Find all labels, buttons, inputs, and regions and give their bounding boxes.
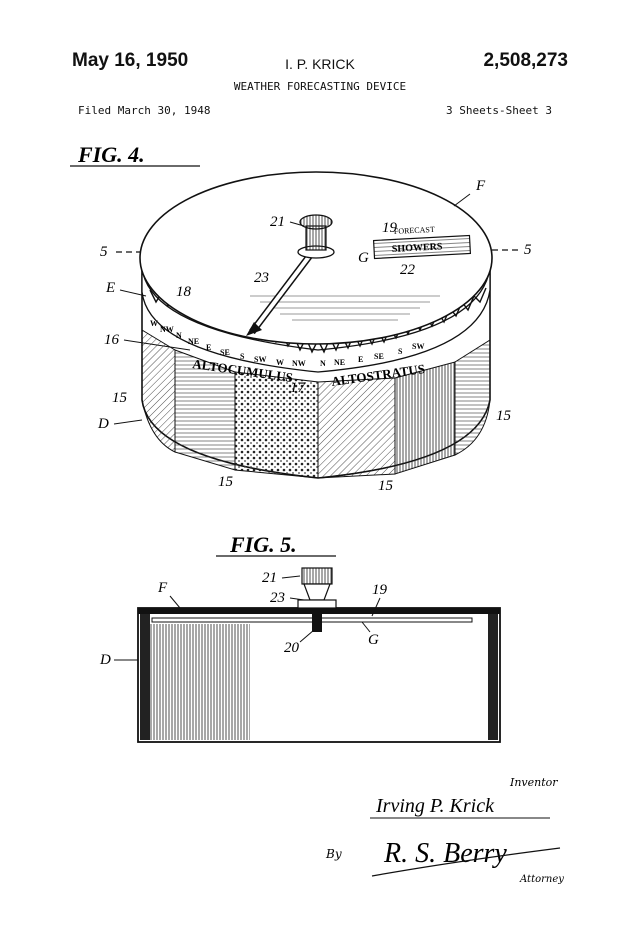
attorney-signature-flourish — [371, 847, 561, 877]
sheet-number: 3 Sheets-Sheet 3 — [446, 104, 552, 117]
compass-letters: W NW N NE E SE S SW W NW N NE E SE S SW — [150, 319, 424, 368]
filed-date: Filed March 30, 1948 — [78, 104, 211, 117]
knob-cap-section — [301, 567, 333, 585]
ref-F: F — [475, 178, 486, 194]
ref-G: G — [368, 632, 379, 648]
ref-E: E — [105, 280, 115, 296]
ref-18: 18 — [176, 284, 192, 300]
compass-point: N — [320, 359, 326, 368]
figure-4: FIG. 4. W NW N NE E SE S SW W — [70, 142, 532, 494]
knob-cap — [299, 214, 333, 230]
cylinder-shading — [150, 624, 250, 740]
forecast-window — [372, 234, 472, 260]
ref-19: 19 — [372, 582, 388, 598]
forecast-window-label: FORECAST — [394, 225, 435, 236]
ref-23: 23 — [254, 270, 269, 286]
compass-point: NE — [188, 337, 199, 346]
fig4-label: FIG. 4. — [77, 142, 145, 167]
inventor-caption: Inventor — [509, 776, 558, 789]
ref-G: G — [358, 250, 369, 266]
fig4-reference-numerals: F 21 19 G 22 23 5 5 E 18 16 17 15 15 15 … — [97, 178, 532, 494]
compass-point: SW — [254, 355, 266, 364]
ref-15-bottom-right: 15 — [378, 478, 394, 494]
left-wall — [140, 614, 150, 740]
ref-20: 20 — [284, 640, 300, 656]
inventor-signature: Irving P. Krick — [375, 795, 495, 817]
patent-title: WEATHER FORECASTING DEVICE — [233, 80, 407, 93]
ref-F: F — [157, 580, 168, 596]
ref-22: 22 — [400, 262, 416, 278]
ref-15-right: 15 — [496, 408, 512, 424]
ref-5-right: 5 — [524, 242, 532, 258]
compass-point: NW — [160, 325, 174, 334]
patent-number: 2,508,273 — [483, 50, 568, 71]
panel-3 — [234, 371, 319, 479]
panel-1 — [141, 329, 176, 453]
ref-17: 17 — [290, 380, 307, 396]
fig5-reference-numerals: F 21 19 23 20 G D — [99, 570, 388, 668]
attorney-caption: Attorney — [519, 874, 564, 885]
knob-neck — [303, 583, 331, 601]
compass-point: W — [150, 319, 158, 328]
forecast-window-text: SHOWERS — [392, 241, 444, 255]
shaft — [312, 608, 322, 632]
compass-point: E — [206, 343, 211, 352]
compass-point: N — [176, 331, 182, 340]
patent-date: May 16, 1950 — [72, 50, 189, 71]
inventor-header: I. P. KRICK — [285, 56, 355, 72]
fig5-label: FIG. 5. — [229, 532, 297, 557]
ref-15-left: 15 — [112, 390, 128, 406]
right-wall — [488, 614, 498, 740]
ref-D: D — [99, 652, 111, 668]
figure-5: FIG. 5. F 21 19 23 20 G D — [99, 532, 501, 743]
compass-point: S — [240, 352, 245, 361]
pointer-tip — [246, 322, 262, 336]
compass-point: E — [358, 355, 363, 364]
knob-collar — [297, 599, 337, 609]
compass-point: SW — [412, 342, 424, 351]
ref-16: 16 — [104, 332, 120, 348]
compass-point: SE — [374, 352, 384, 361]
ref-5-left: 5 — [100, 244, 108, 260]
panel-6 — [454, 339, 491, 456]
ref-21: 21 — [270, 214, 285, 230]
compass-point: S — [398, 347, 403, 356]
ref-19: 19 — [382, 220, 398, 236]
compass-point: SE — [220, 348, 230, 357]
signature-block: Inventor Irving P. Krick By R. S. Berry … — [325, 776, 564, 885]
ref-15-bottom-left: 15 — [218, 474, 234, 490]
cloud-picture-panels — [141, 329, 491, 479]
ref-23: 23 — [270, 590, 285, 606]
ref-D: D — [97, 416, 109, 432]
compass-point: W — [276, 358, 284, 367]
compass-point: NE — [334, 358, 345, 367]
ref-21: 21 — [262, 570, 277, 586]
by-label: By — [325, 847, 342, 861]
panel-4 — [317, 377, 396, 479]
compass-point: NW — [292, 359, 306, 368]
